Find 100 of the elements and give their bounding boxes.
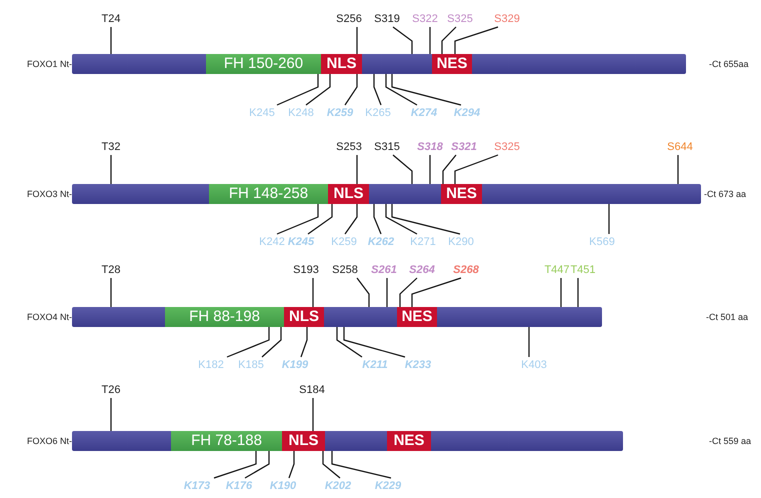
site-label: K173 [184,479,210,493]
site-label: S325 [494,140,520,154]
site-label: K245 [288,235,314,249]
leader-line [322,451,340,478]
leader-line [560,278,562,307]
leader-line [308,204,333,234]
site-label: S329 [494,12,520,26]
leader-line [306,74,331,106]
site-label: T28 [102,263,120,277]
site-label: K233 [404,358,432,372]
leader-line [288,451,295,478]
site-label: K265 [365,106,391,120]
leader-line [226,327,270,358]
site-label: S315 [374,140,400,154]
leader-line [441,26,456,54]
leader-line [276,74,319,106]
site-label: K242 [259,235,285,249]
protein-name: FOXO1 Nt- [26,58,72,70]
signal-domain: NLS [321,54,362,74]
leader-line [385,204,418,235]
protein-bar [72,184,701,204]
site-label: K176 [226,479,252,493]
signal-domain: NES [397,307,437,327]
site-label: S321 [451,140,477,154]
leader-line [356,278,370,307]
protein-name: FOXO4 Nt- [26,311,72,323]
site-label: S193 [293,263,319,277]
site-label: K245 [249,106,275,120]
leader-line [385,74,418,106]
protein-bar [72,431,623,451]
leader-line [528,327,530,357]
site-label: K271 [410,235,436,249]
site-label: K294 [454,106,480,120]
leader-line [429,155,431,184]
leader-line [391,74,462,106]
leader-line [386,278,388,307]
site-label: K274 [410,106,438,120]
site-label: T451 [570,263,596,277]
leader-line [110,27,112,54]
signal-domain: NES [432,54,472,74]
protein-length: -Ct 559 aa [709,435,752,447]
leader-line [392,154,413,184]
leader-line [373,74,382,106]
site-label: K290 [448,235,474,249]
site-label: T32 [102,140,120,154]
leader-line [442,154,456,184]
site-label: K185 [238,358,264,372]
leader-line [454,26,498,54]
signal-domain: NES [441,184,482,204]
forkhead-domain: FH 78-188 [171,431,282,451]
site-label: S325 [447,12,473,26]
leader-line [344,204,358,234]
site-label: K211 [362,358,388,372]
leader-line [608,204,610,234]
protein-name: FOXO3 Nt- [26,188,72,200]
leader-line [356,27,358,54]
site-label: K190 [270,479,296,493]
site-label: S644 [667,140,693,154]
leader-line [214,451,257,479]
leader-line [392,26,413,54]
site-label: T24 [102,12,120,26]
forkhead-domain: FH 150-260 [206,54,321,74]
leader-line [677,155,679,184]
leader-line [300,327,308,358]
site-label: K229 [374,479,402,493]
site-label: S256 [336,12,362,26]
leader-line [577,278,579,307]
site-label: S268 [453,263,479,277]
leader-line [262,327,282,358]
leader-line [331,451,392,479]
site-label: K259 [331,235,357,249]
signal-domain: NLS [284,307,324,327]
leader-line [312,278,314,307]
leader-line [343,327,406,358]
forkhead-domain: FH 148-258 [209,184,328,204]
site-label: S184 [299,383,325,397]
protein-length: -Ct 655aa [709,58,749,70]
leader-line [399,278,418,307]
signal-domain: NES [387,431,431,451]
site-label: K569 [589,235,615,249]
site-label: S253 [336,140,362,154]
leader-line [336,327,362,358]
site-label: T447 [544,263,570,277]
leader-line [110,278,112,307]
protein-length: -Ct 673 aa [704,188,746,200]
leader-line [110,155,112,184]
protein-length: -Ct 501 aa [706,311,748,323]
site-label: S264 [409,263,435,277]
leader-line [312,398,314,431]
leader-line [276,204,319,235]
signal-domain: NLS [328,184,369,204]
leader-line [391,204,460,235]
site-label: T26 [102,383,120,397]
site-label: K182 [198,358,224,372]
site-label: K199 [282,358,308,372]
leader-line [411,277,462,307]
leader-line [373,204,382,234]
site-label: S319 [374,12,400,26]
signal-domain: NLS [282,431,325,451]
site-label: S318 [417,140,443,154]
